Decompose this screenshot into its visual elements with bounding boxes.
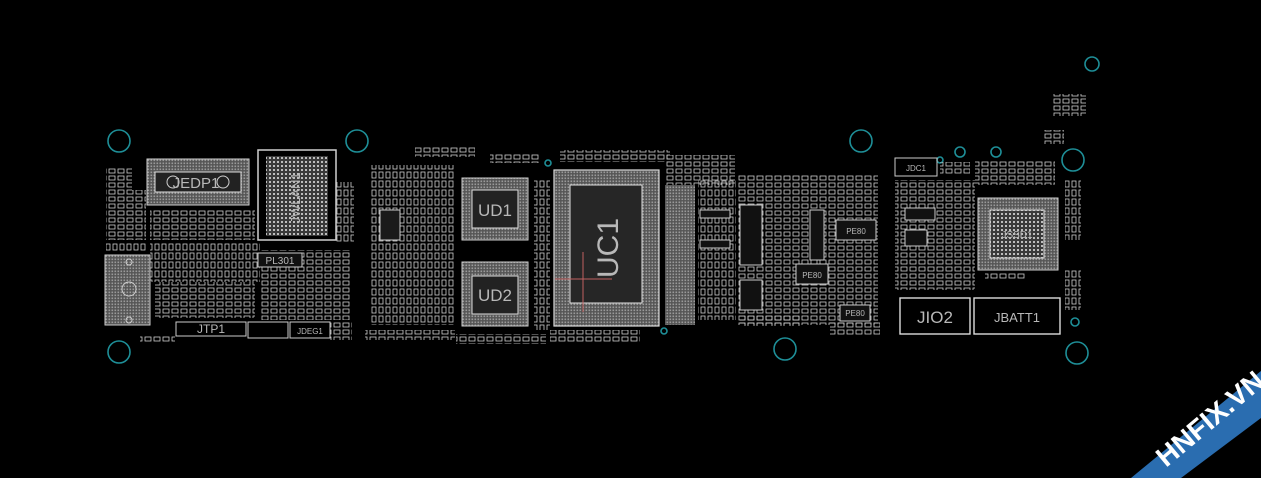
pe2-label: PE80 — [802, 271, 822, 280]
ud2-chip: UD2 — [461, 261, 529, 327]
memory-section: UD1 UD2 — [365, 147, 550, 344]
jssd1-label: JSSD1 — [1001, 230, 1033, 241]
jbatt1-label: JBATT1 — [994, 310, 1040, 325]
jedp1-label: JEDP1 — [173, 175, 220, 192]
jwlan1-label: JWLAN1 — [288, 172, 303, 223]
pe3-label: PE80 — [845, 309, 865, 318]
pl301-label: PL301 — [266, 256, 295, 267]
jtp1-label: JTP1 — [197, 322, 225, 336]
ud1-label: UD1 — [478, 201, 512, 220]
jdeg1-label: JDEG1 — [297, 327, 323, 336]
jio2-connector: JIO2 — [899, 297, 971, 335]
jbatt1-connector: JBATT1 — [973, 297, 1061, 335]
pcb-boardview: JEDP1 JWLAN1 PL301 JTP1 JDEG1 — [104, 56, 1100, 365]
hnfix-watermark: HNFIX.VN — [1131, 365, 1261, 478]
uc1-cpu: UC1 — [550, 150, 670, 342]
jdc1-label: JDC1 — [906, 164, 927, 173]
jio2-label: JIO2 — [917, 308, 953, 327]
left-section: JEDP1 JWLAN1 PL301 JTP1 JDEG1 — [104, 149, 354, 343]
power-section: PE80 PE80 PE80 — [665, 155, 880, 336]
pe1-label: PE80 — [846, 227, 866, 236]
ud1-chip: UD1 — [461, 177, 529, 241]
jssd1-connector: JSSD1 — [977, 197, 1059, 271]
right-section: JDC1 JSSD1 JIO2 JBATT1 — [894, 94, 1086, 335]
jedp1-connector: JEDP1 — [146, 158, 250, 206]
ud2-label: UD2 — [478, 286, 512, 305]
uc1-label: UC1 — [592, 218, 625, 278]
jwlan1-connector: JWLAN1 — [257, 149, 337, 241]
